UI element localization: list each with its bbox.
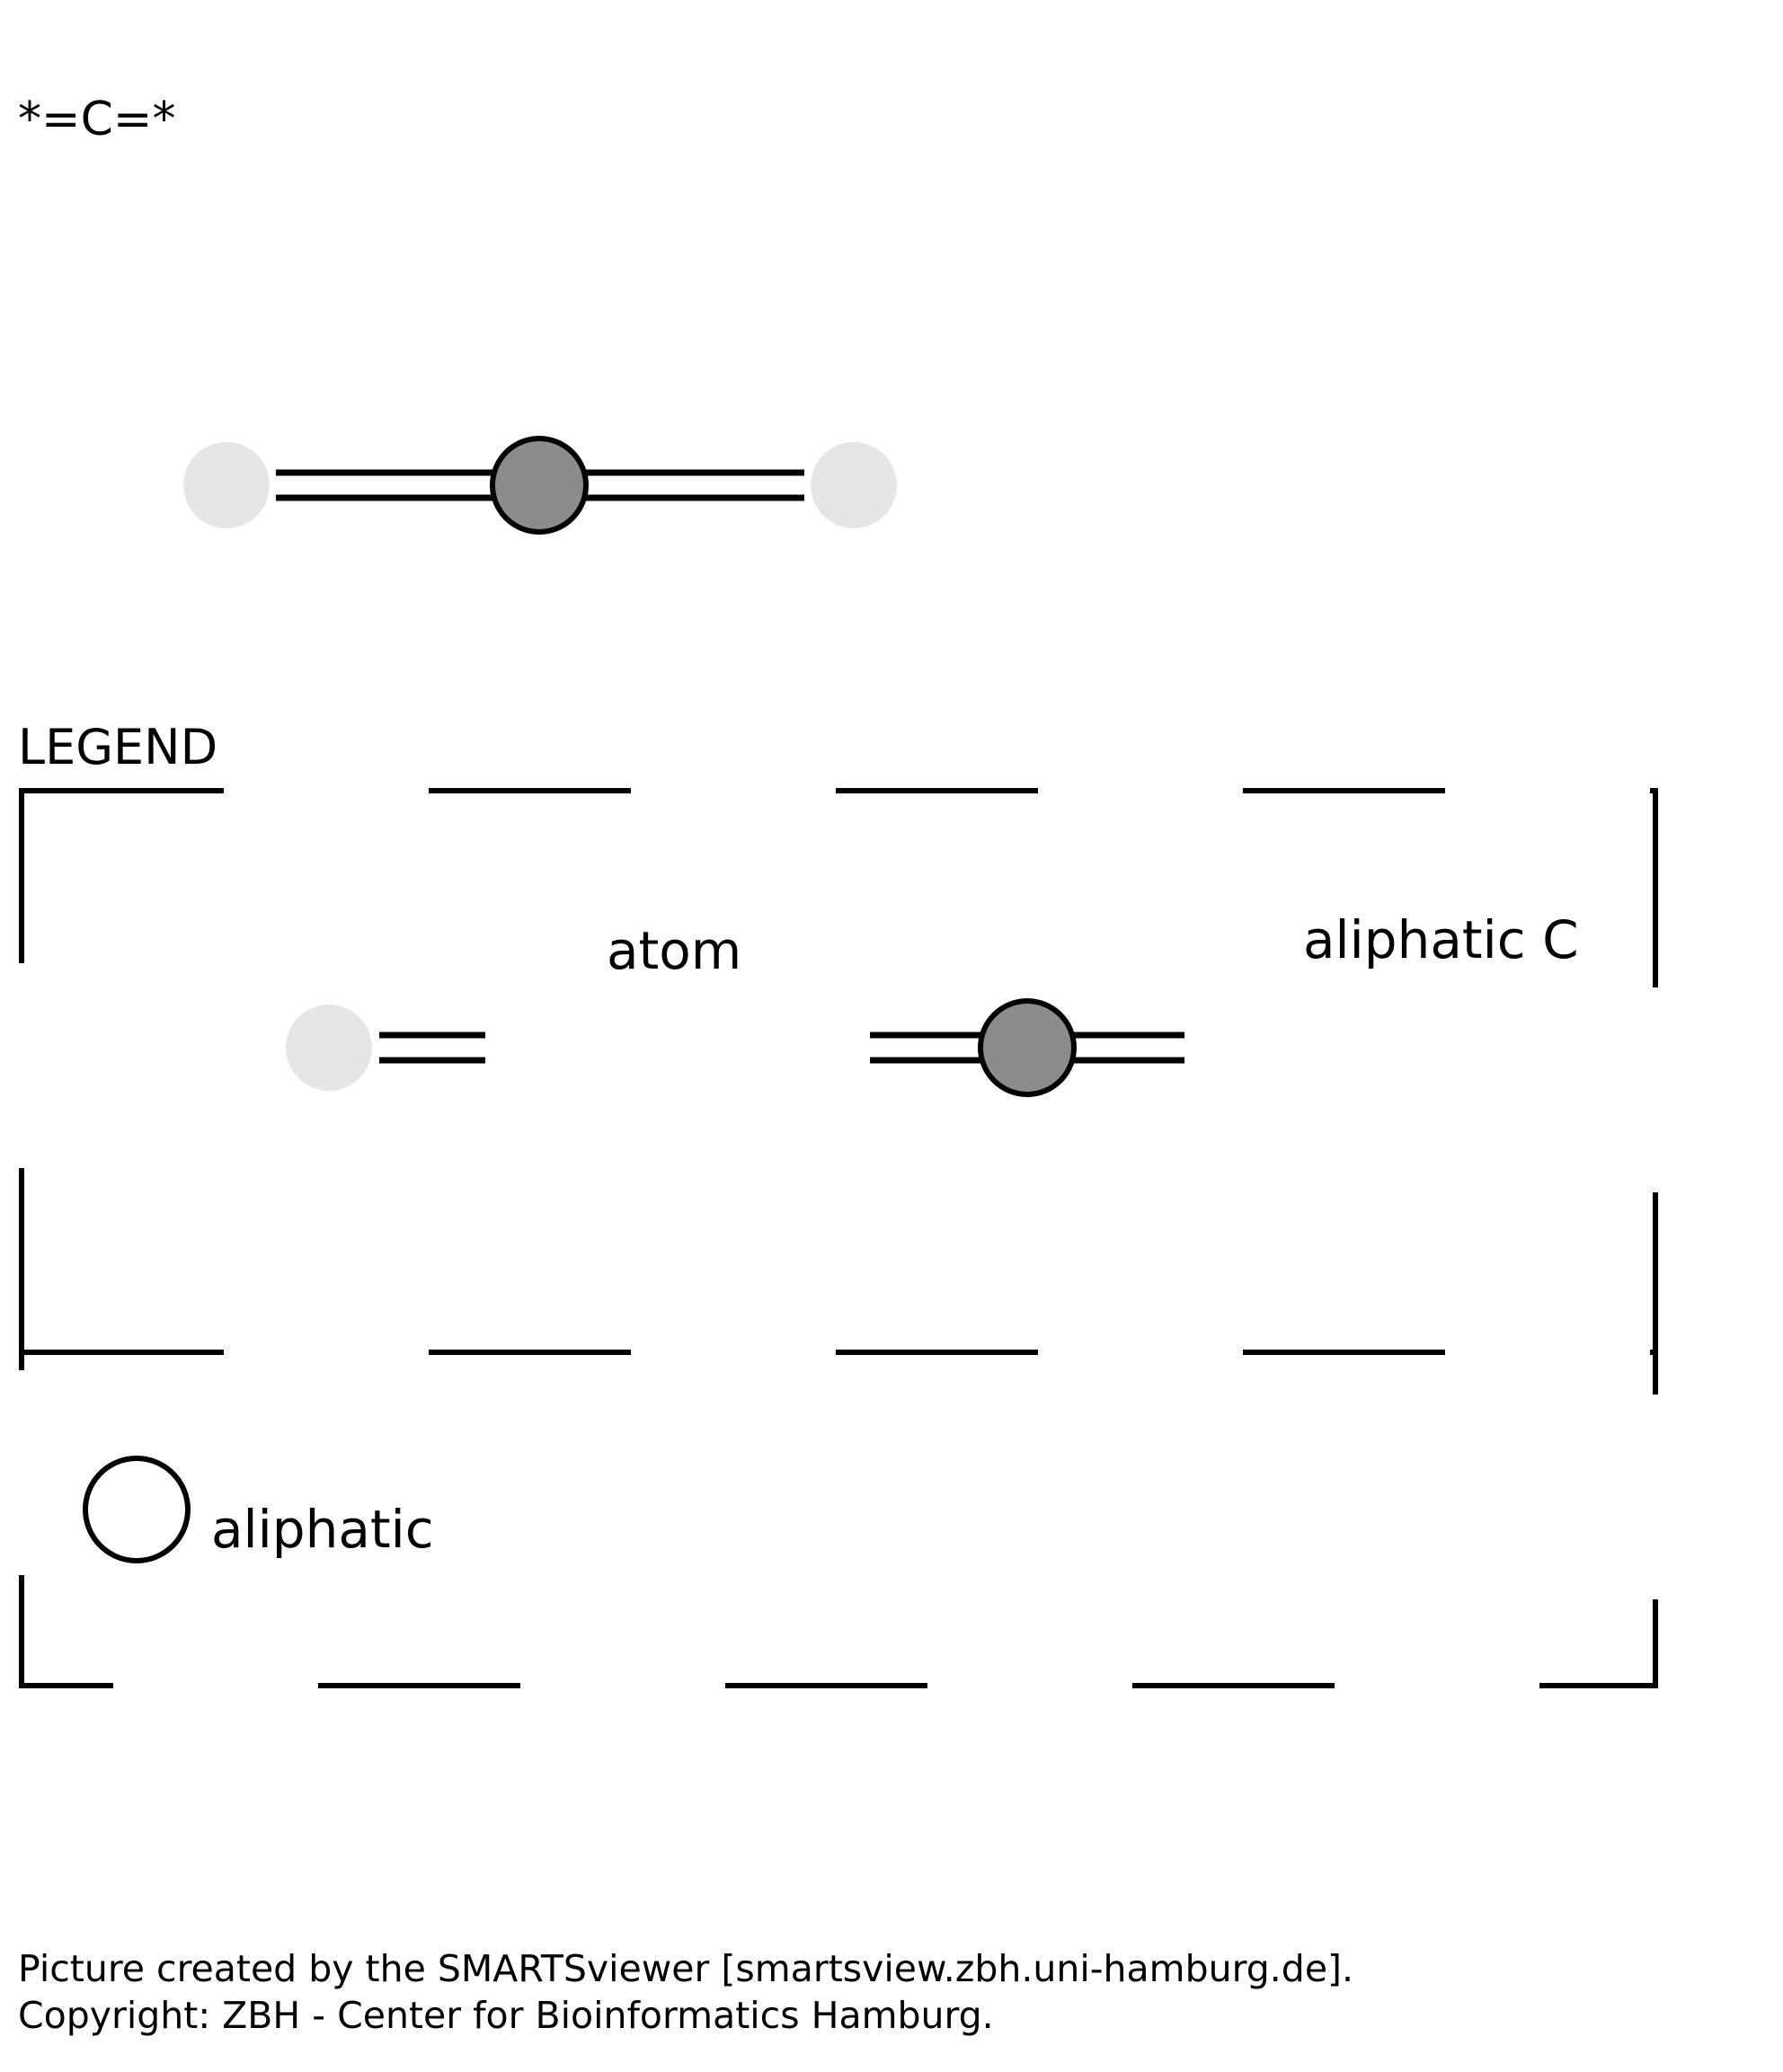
legend-atom-row: atom aliphatic C xyxy=(286,909,1579,1097)
wildcard-atom-left xyxy=(183,442,270,528)
smarts-pattern-text: *=C=* xyxy=(18,93,175,146)
legend-wildcard-atom xyxy=(286,1005,372,1091)
wildcard-atom-right xyxy=(811,442,897,528)
legend-aliphatic-c-atom xyxy=(978,998,1077,1097)
aliphatic-c-atom xyxy=(490,436,589,535)
legend-border xyxy=(19,788,1658,1688)
molecule-diagram xyxy=(183,436,897,535)
legend-aliphatic-c-label: aliphatic C xyxy=(1303,909,1579,970)
legend-frame xyxy=(19,788,1658,1688)
legend-aliphatic-row: aliphatic xyxy=(83,1456,434,1563)
legend-title: LEGEND xyxy=(18,719,217,775)
legend-atom-label: atom xyxy=(607,920,741,981)
legend-aliphatic-label: aliphatic xyxy=(211,1499,434,1560)
footer-copyright: Copyright: ZBH - Center for Bioinformati… xyxy=(18,1994,994,2037)
footer-credit: Picture created by the SMARTSviewer [sma… xyxy=(18,1947,1353,1990)
aliphatic-circle-icon xyxy=(83,1456,191,1563)
